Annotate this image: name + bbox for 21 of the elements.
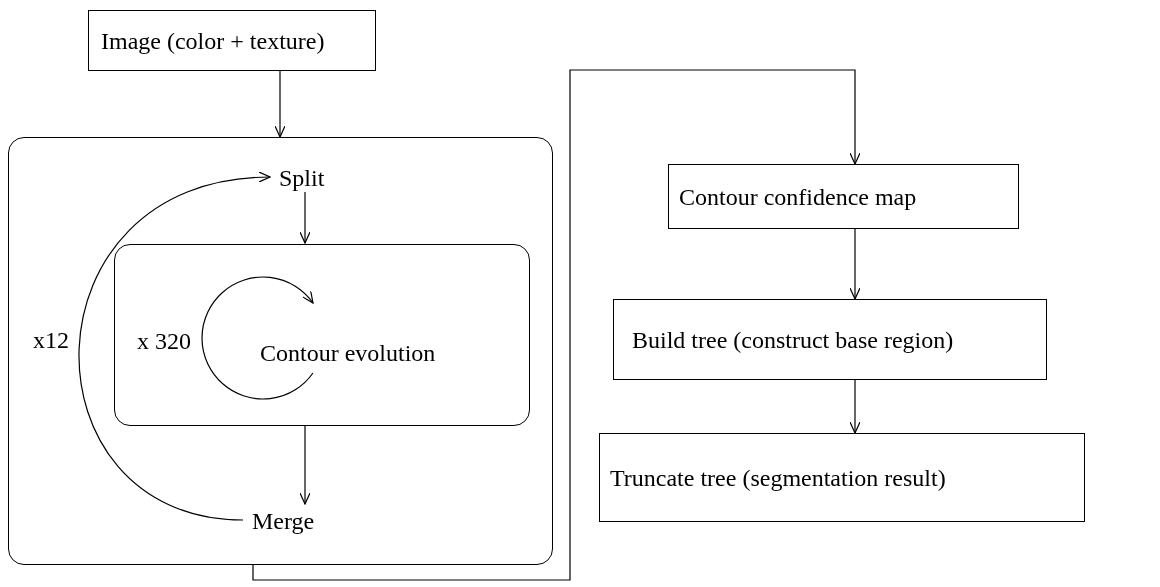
box-label: Contour evolution	[260, 341, 436, 365]
arrow	[78, 172, 271, 521]
arrow	[849, 228, 861, 300]
arrow	[252, 69, 861, 581]
process-box	[668, 164, 1019, 229]
process-box	[88, 10, 376, 71]
process-box	[613, 299, 1047, 380]
group-box	[8, 137, 553, 565]
process-box	[114, 244, 530, 426]
arrow	[274, 70, 286, 138]
step-label: Merge	[244, 505, 354, 537]
box-label: Build tree (construct base region)	[632, 327, 954, 352]
step-label: Split	[271, 163, 351, 193]
arrow	[299, 424, 311, 505]
box-label: Truncate tree (segmentation result)	[610, 465, 946, 490]
arrow	[849, 379, 861, 434]
arrow	[299, 191, 311, 244]
box-label: Contour confidence map	[679, 184, 917, 209]
process-box	[599, 433, 1085, 522]
iteration-count: x 320	[137, 329, 191, 353]
box-label: Image (color + texture)	[101, 28, 325, 53]
